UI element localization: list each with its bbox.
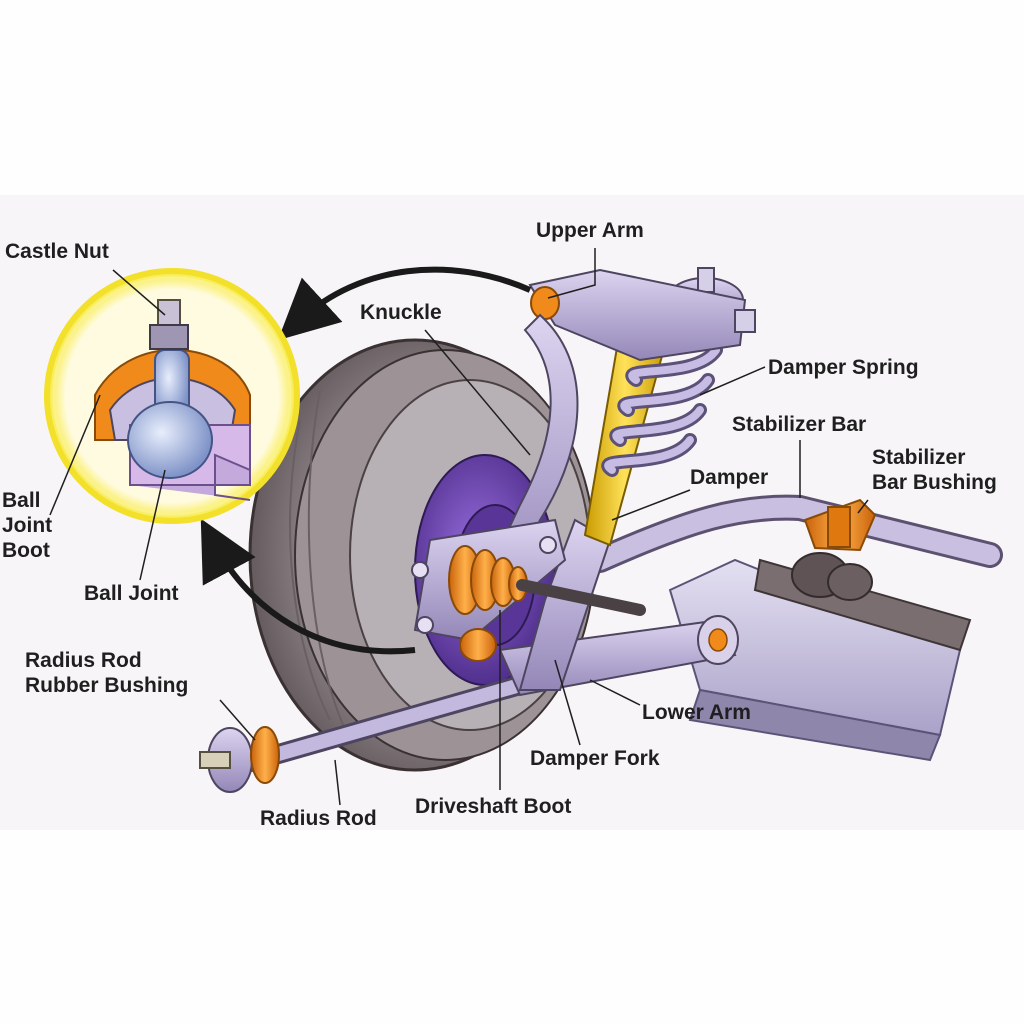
- stabilizer-bar-bushing-line2: Bar Bushing: [872, 471, 997, 494]
- radius-rod-rubber-bushing-label: Radius Rod Rubber Bushing: [25, 648, 188, 698]
- ball-joint-lower: [459, 628, 497, 662]
- radius-rod-rubber-bushing-line2: Rubber Bushing: [25, 674, 189, 697]
- upper-arm: [528, 268, 756, 362]
- damper-spring-label: Damper Spring: [768, 356, 919, 379]
- driveshaft-boot: [448, 545, 646, 616]
- stabilizer-bar-bushing-label: Stabilizer Bar Bushing: [872, 445, 997, 495]
- leader-lines: [49, 248, 869, 806]
- damper-label: Damper: [690, 466, 769, 489]
- driveshaft-boot-label: Driveshaft Boot: [415, 795, 572, 818]
- frame-member: [668, 558, 962, 762]
- castle-nut-label: Castle Nut: [5, 240, 109, 263]
- ball-joint-boot-label: Ball Joint Boot: [2, 488, 52, 563]
- radius-rod-rubber-bushing-line1: Radius Rod: [25, 649, 142, 672]
- curved-arrow-icon: [200, 518, 416, 655]
- knuckle-label: Knuckle: [360, 301, 442, 324]
- ball-joint-label: Ball Joint: [84, 582, 179, 605]
- radius-rod-label: Radius Rod: [260, 807, 377, 830]
- damper-fork-label: Damper Fork: [530, 747, 660, 770]
- magnifier-callout-icon: [44, 268, 300, 524]
- curved-arrow-icon: [277, 266, 532, 341]
- stabilizer-bar-label: Stabilizer Bar: [732, 413, 867, 436]
- radius-rod: [199, 675, 530, 793]
- ball-joint-boot-line1: Ball: [2, 489, 41, 512]
- ball-joint-boot-line3: Boot: [2, 539, 50, 562]
- driveshaft: [753, 552, 972, 652]
- upper-arm-label: Upper Arm: [536, 219, 644, 242]
- ball-joint-boot-line2: Joint: [2, 514, 53, 537]
- stabilizer-bar-bushing-line1: Stabilizer: [872, 446, 966, 469]
- radius-rod-rubber-bushing: [250, 726, 280, 784]
- stabilizer-bar: [587, 494, 1003, 573]
- lower-arm-label: Lower Arm: [642, 701, 751, 724]
